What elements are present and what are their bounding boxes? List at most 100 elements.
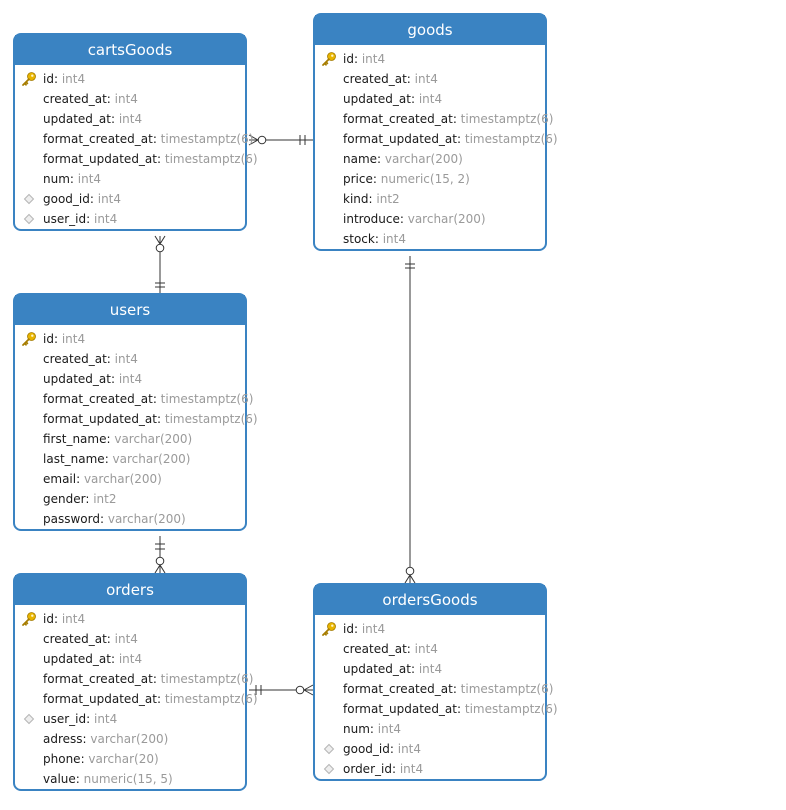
field-row[interactable]: stock: int4 (315, 229, 545, 249)
field-row[interactable]: adress: varchar(200) (15, 729, 245, 749)
field-row[interactable]: gender: int2 (15, 489, 245, 509)
field-text: kind: int2 (343, 189, 400, 209)
field-row[interactable]: num: int4 (15, 169, 245, 189)
field-type: timestamptz(6) (460, 682, 554, 696)
field-row[interactable]: name: varchar(200) (315, 149, 545, 169)
field-text: created_at: int4 (343, 639, 438, 659)
field-row[interactable]: last_name: varchar(200) (15, 449, 245, 469)
field-text: password: varchar(200) (43, 509, 186, 529)
field-text: email: varchar(200) (43, 469, 162, 489)
field-row[interactable]: updated_at: int4 (15, 369, 245, 389)
field-row[interactable]: updated_at: int4 (315, 89, 545, 109)
field-row[interactable]: id: int4 (315, 619, 545, 639)
field-type: numeric(15, 5) (83, 772, 173, 786)
field-row[interactable]: good_id: int4 (315, 739, 545, 759)
field-row[interactable]: format_created_at: timestamptz(6) (315, 109, 553, 129)
field-separator: : (457, 702, 465, 716)
field-type: int4 (361, 52, 386, 66)
field-row[interactable]: format_created_at: timestamptz(6) (15, 669, 253, 689)
table-header[interactable]: users (15, 295, 245, 325)
field-name: value (43, 772, 76, 786)
field-type: timestamptz(6) (160, 672, 254, 686)
field-separator: : (75, 772, 84, 786)
table-header[interactable]: ordersGoods (315, 585, 545, 615)
field-name: good_id (343, 742, 390, 756)
field-name: created_at (43, 632, 107, 646)
field-type: int4 (414, 72, 438, 86)
table-header[interactable]: orders (15, 575, 245, 605)
field-row[interactable]: id: int4 (15, 609, 245, 629)
field-name: format_created_at (43, 132, 153, 146)
field-row[interactable]: value: numeric(15, 5) (15, 769, 245, 789)
field-row[interactable]: good_id: int4 (15, 189, 245, 209)
field-row[interactable]: updated_at: int4 (15, 649, 245, 669)
field-type: timestamptz(6) (464, 702, 558, 716)
field-row[interactable]: created_at: int4 (15, 349, 245, 369)
field-text: created_at: int4 (43, 89, 138, 109)
field-name: id (343, 622, 354, 636)
relationship-users-orders[interactable] (154, 536, 166, 574)
relationship-goods-ordersgoods[interactable] (404, 256, 416, 584)
table-header[interactable]: cartsGoods (15, 35, 245, 65)
relationship-users-cartsgoods[interactable] (154, 235, 166, 293)
field-row[interactable]: created_at: int4 (315, 639, 545, 659)
field-row[interactable]: format_updated_at: timestamptz(6) (315, 699, 558, 719)
field-type: timestamptz(6) (164, 692, 258, 706)
field-separator: : (53, 332, 62, 346)
field-row[interactable]: phone: varchar(20) (15, 749, 245, 769)
field-name: updated_at (43, 372, 111, 386)
field-name: first_name (43, 432, 107, 446)
field-row[interactable]: created_at: int4 (315, 69, 545, 89)
field-row[interactable]: updated_at: int4 (315, 659, 545, 679)
table-header[interactable]: goods (315, 15, 545, 45)
field-text: format_updated_at: timestamptz(6) (43, 409, 258, 429)
field-text: id: int4 (43, 329, 85, 349)
field-row[interactable]: first_name: varchar(200) (15, 429, 245, 449)
field-row[interactable]: created_at: int4 (15, 89, 245, 109)
field-text: format_updated_at: timestamptz(6) (43, 689, 258, 709)
field-text: user_id: int4 (43, 709, 117, 729)
field-row[interactable]: password: varchar(200) (15, 509, 245, 529)
field-row[interactable]: user_id: int4 (15, 209, 245, 229)
field-type: varchar(20) (88, 752, 159, 766)
field-row[interactable]: format_updated_at: timestamptz(6) (315, 129, 558, 149)
field-row[interactable]: format_updated_at: timestamptz(6) (15, 409, 258, 429)
field-row[interactable]: id: int4 (315, 49, 545, 69)
field-row[interactable]: format_created_at: timestamptz(6) (15, 129, 253, 149)
field-row[interactable]: introduce: varchar(200) (315, 209, 545, 229)
field-row[interactable]: user_id: int4 (15, 709, 245, 729)
field-row[interactable]: email: varchar(200) (15, 469, 245, 489)
field-row[interactable]: id: int4 (15, 69, 245, 89)
field-row[interactable]: price: numeric(15, 2) (315, 169, 545, 189)
field-row[interactable]: format_created_at: timestamptz(6) (15, 389, 253, 409)
field-text: adress: varchar(200) (43, 729, 168, 749)
field-type: timestamptz(6) (160, 392, 254, 406)
relationship-orders-ordersgoods[interactable] (249, 684, 314, 696)
field-row[interactable]: format_created_at: timestamptz(6) (315, 679, 553, 699)
field-name: format_updated_at (343, 702, 457, 716)
field-row[interactable]: format_updated_at: timestamptz(6) (15, 149, 258, 169)
field-type: int4 (114, 92, 138, 106)
field-text: name: varchar(200) (343, 149, 463, 169)
relationship-goods-cartsgoods[interactable] (248, 134, 313, 146)
field-type: int4 (382, 232, 406, 246)
crow-foot (404, 574, 411, 584)
field-name: created_at (43, 352, 107, 366)
field-name: id (43, 332, 54, 346)
field-row[interactable]: num: int4 (315, 719, 545, 739)
field-row[interactable]: updated_at: int4 (15, 109, 245, 129)
field-text: phone: varchar(20) (43, 749, 159, 769)
field-row[interactable]: created_at: int4 (15, 629, 245, 649)
field-separator: : (374, 232, 383, 246)
field-separator: : (106, 432, 115, 446)
field-row[interactable]: format_updated_at: timestamptz(6) (15, 689, 258, 709)
field-row[interactable]: kind: int2 (315, 189, 545, 209)
field-row[interactable]: order_id: int4 (315, 759, 545, 779)
field-row[interactable]: id: int4 (15, 329, 245, 349)
